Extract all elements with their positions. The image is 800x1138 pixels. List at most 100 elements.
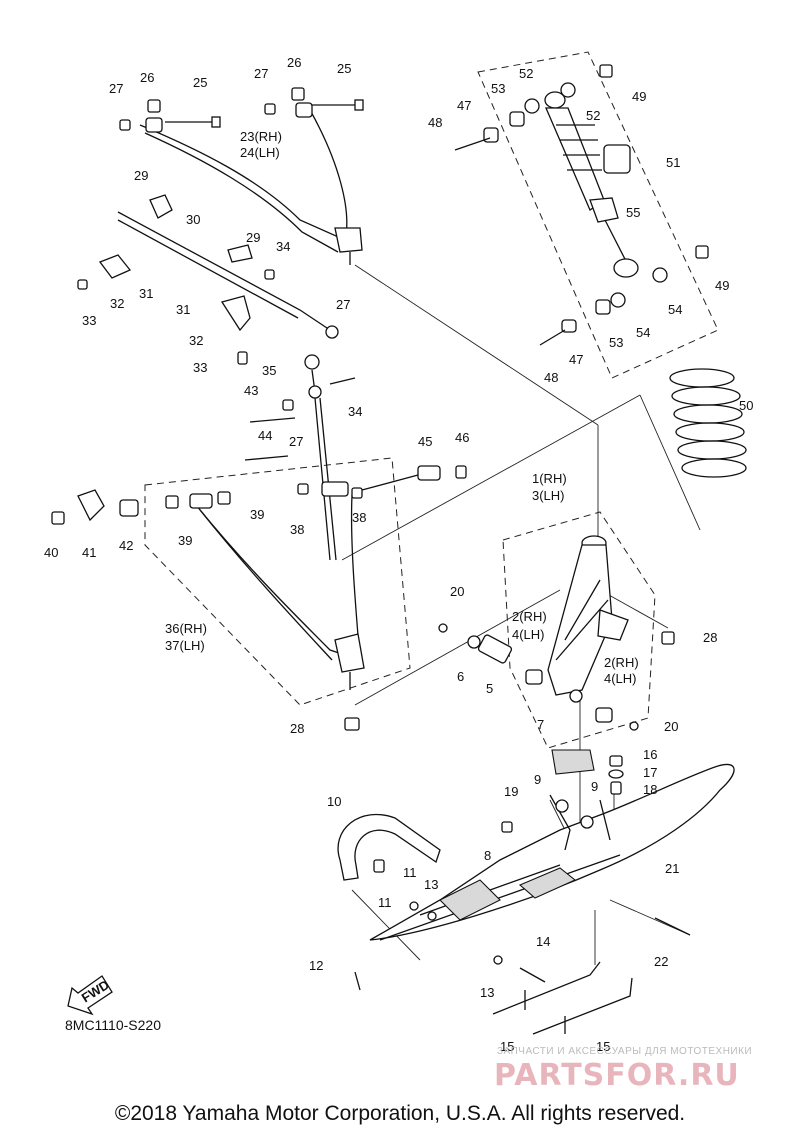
- callout-label: 17: [643, 765, 657, 780]
- callout-label: 21: [665, 861, 679, 876]
- callout-label: 28: [290, 721, 304, 736]
- callout-label: 45: [418, 434, 432, 449]
- lower-a-arm: [189, 481, 365, 690]
- callout-label: 13: [480, 985, 494, 1000]
- callout-label: 11: [403, 865, 417, 880]
- ski-mount-hardware: [501, 749, 624, 833]
- callout-label: 31: [139, 286, 153, 301]
- callout-label: 46: [455, 430, 469, 445]
- spindle-knuckle: [344, 535, 675, 731]
- callout-label: 1(RH): [532, 471, 567, 486]
- callout-label: 39: [250, 507, 264, 522]
- callout-label: 33: [82, 313, 96, 328]
- upper-a-arm: [139, 102, 363, 265]
- callout-label: 32: [189, 333, 203, 348]
- callout-label: 29: [134, 168, 148, 183]
- callout-label: 36(RH): [165, 621, 207, 636]
- callout-label: 53: [609, 335, 623, 350]
- callout-label: 4(LH): [604, 671, 637, 686]
- watermark-tagline: ЗАПЧАСТИ И АКСЕССУАРЫ ДЛЯ МОТОТЕХНИКИ: [497, 1046, 753, 1057]
- callout-label: 38: [290, 522, 304, 537]
- knuckle-group-box: [502, 511, 656, 749]
- lower-arm-hardware: [51, 417, 467, 525]
- callout-label: 11: [378, 895, 392, 910]
- callout-label: 51: [666, 155, 680, 170]
- ski-handle: [337, 813, 441, 881]
- callout-label: 37(LH): [165, 638, 205, 653]
- callout-label: 2(RH): [604, 655, 639, 670]
- callout-label: 8: [484, 848, 491, 863]
- callout-label: 38: [352, 510, 366, 525]
- callout-label: 49: [632, 89, 646, 104]
- callout-label: 23(RH): [240, 129, 282, 144]
- callout-label: 2(RH): [512, 609, 547, 624]
- callout-label: 27: [289, 434, 303, 449]
- callout-label: 50: [739, 398, 753, 413]
- callout-label: 15: [500, 1039, 514, 1054]
- callout-label: 12: [309, 958, 323, 973]
- callout-label: 27: [109, 81, 123, 96]
- callout-label: 48: [544, 370, 558, 385]
- callout-label: 20: [450, 584, 464, 599]
- callout-label: 43: [244, 383, 258, 398]
- callout-label: 14: [536, 934, 550, 949]
- ski-runners: [354, 901, 691, 1035]
- callout-label: 54: [636, 325, 650, 340]
- callout-label: 26: [140, 70, 154, 85]
- callout-label: 25: [193, 75, 207, 90]
- callout-label: 49: [715, 278, 729, 293]
- callout-label: 53: [491, 81, 505, 96]
- callout-label: 47: [569, 352, 583, 367]
- callout-label: 34: [276, 239, 290, 254]
- copyright-notice: ©2018 Yamaha Motor Corporation, U.S.A. A…: [114, 1102, 686, 1125]
- callout-label: 6: [457, 669, 464, 684]
- diagram-code: 8MC1110-S220: [65, 1017, 161, 1033]
- callout-label: 5: [486, 681, 493, 696]
- callout-label: 16: [643, 747, 657, 762]
- callout-label: 42: [119, 538, 133, 553]
- callout-label: 55: [626, 205, 640, 220]
- callout-label: 52: [519, 66, 533, 81]
- ski: [369, 763, 735, 941]
- callout-label: 3(LH): [532, 488, 565, 503]
- callout-label: 34: [348, 404, 362, 419]
- stabilizer-bar: [77, 194, 339, 365]
- callout-label: 26: [287, 55, 301, 70]
- callout-label: 9: [591, 779, 598, 794]
- callout-label: 47: [457, 98, 471, 113]
- callout-label: 10: [327, 794, 341, 809]
- callout-label: 25: [337, 61, 351, 76]
- callout-label: 28: [703, 630, 717, 645]
- upper-arm-hardware: [119, 87, 364, 131]
- tie-rod: [282, 354, 356, 561]
- watermark-logo: PARTSFOR.RU: [494, 1058, 740, 1093]
- callout-label: 41: [82, 545, 96, 560]
- callout-label: 39: [178, 533, 192, 548]
- callout-label: 52: [586, 108, 600, 123]
- callout-label: 20: [664, 719, 678, 734]
- callout-label: 15: [596, 1039, 610, 1054]
- fwd-arrow-icon: FWD: [67, 975, 113, 1016]
- callout-label: 22: [654, 954, 668, 969]
- coil-spring: [669, 368, 747, 478]
- lower-arm-group-box: [144, 457, 411, 706]
- callout-label: 33: [193, 360, 207, 375]
- callout-label: 9: [534, 772, 541, 787]
- callout-label: 48: [428, 115, 442, 130]
- callout-label: 24(LH): [240, 145, 280, 160]
- callout-label: 44: [258, 428, 272, 443]
- callout-label: 32: [110, 296, 124, 311]
- callout-label: 35: [262, 363, 276, 378]
- callout-label: 4(LH): [512, 627, 545, 642]
- callout-label: 13: [424, 877, 438, 892]
- shock-group-box: [477, 51, 719, 379]
- callout-label: 29: [246, 230, 260, 245]
- callout-label: 7: [537, 717, 544, 732]
- callout-label: 19: [504, 784, 518, 799]
- callout-label: 31: [176, 302, 190, 317]
- callout-label: 27: [336, 297, 350, 312]
- callout-label: 40: [44, 545, 58, 560]
- shock-absorber: [454, 64, 709, 346]
